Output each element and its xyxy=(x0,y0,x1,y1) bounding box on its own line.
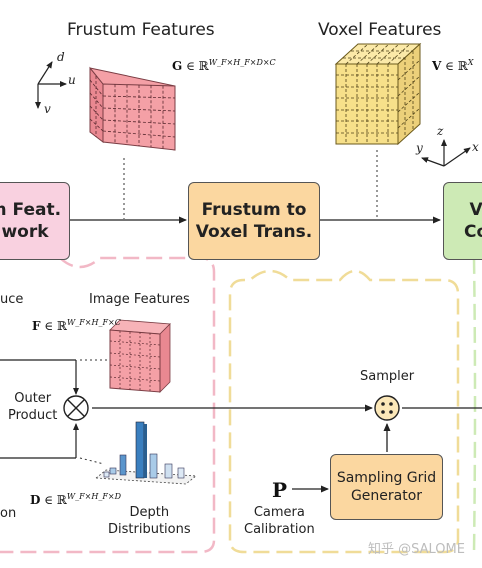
camera-line-1: Camera xyxy=(253,505,305,520)
d-eq-sup: W_F×H_F×D xyxy=(66,492,122,501)
right-box-line-2: Co xyxy=(464,222,482,242)
image-features-tensor xyxy=(109,319,171,393)
frustum-tensor-equation: G ∈ ℝW_F×H_F×D×C xyxy=(172,58,276,73)
axis-u-label: u xyxy=(68,73,76,87)
frustum-eq-rest: ∈ ℝ xyxy=(182,59,209,73)
depth-line-1: Depth xyxy=(129,505,170,520)
voxel-eq-rest: ∈ ℝ xyxy=(441,59,468,73)
frustum-features-title: Frustum Features xyxy=(67,20,215,40)
yellow-dashed-region xyxy=(228,269,460,554)
axis-y-label: y xyxy=(416,141,423,155)
voxel-axes xyxy=(421,139,471,167)
axis-v-label: v xyxy=(44,102,51,116)
frustum-eq-var: G xyxy=(172,59,183,73)
axis-x-label: x xyxy=(472,140,479,154)
outer-product-label: Outer Product xyxy=(8,390,57,424)
left-box-line-1: m Feat. xyxy=(0,200,62,220)
axis-d-label: d xyxy=(57,50,65,64)
watermark: 知乎 @SALOME xyxy=(368,542,465,557)
voxel-features-cube xyxy=(334,42,422,146)
voxel-tensor-equation: V ∈ ℝX xyxy=(432,58,474,73)
sampling-line-1: Sampling Grid xyxy=(336,470,437,486)
f-eq-var: F xyxy=(32,319,41,333)
left-network-box: m Feat.work xyxy=(0,182,70,260)
camera-p-symbol: P xyxy=(272,478,288,502)
voxel-eq-var: V xyxy=(432,59,442,73)
outer-product-line-2: Product xyxy=(8,408,58,423)
frustum-features-tensor xyxy=(89,66,176,151)
middle-box-line-2: Voxel Trans. xyxy=(195,222,313,242)
voxel-features-title: Voxel Features xyxy=(318,20,442,40)
frustum-eq-sup: W_F×H_F×D×C xyxy=(208,58,276,67)
frustum-axes xyxy=(35,61,67,109)
depth-distributions-label: Depth Distributions xyxy=(108,504,191,538)
sampler-symbol xyxy=(374,395,400,421)
axis-z-label: z xyxy=(437,124,444,138)
f-eq-rest: ∈ ℝ xyxy=(40,319,68,333)
f-eq-sup: W_F×H_F×C xyxy=(67,318,121,327)
d-eq-rest: ∈ ℝ xyxy=(40,493,67,507)
right-box-line-1: V xyxy=(469,200,482,220)
pink-dashed-region xyxy=(0,256,216,554)
camera-line-2: Calibration xyxy=(244,522,315,537)
depth-line-2: Distributions xyxy=(108,522,191,537)
depth-dotted-link xyxy=(79,457,105,465)
outer-product-symbol xyxy=(63,395,89,421)
d-eq-var: D xyxy=(30,493,41,507)
depth-equation: D ∈ ℝW_F×H_F×D xyxy=(30,492,121,507)
outer-product-line-1: Outer xyxy=(14,391,52,406)
sampling-line-2: Generator xyxy=(350,488,423,504)
image-features-label: Image Features xyxy=(89,292,190,307)
camera-calibration-label: Camera Calibration xyxy=(244,504,315,538)
voxel-eq-sup: X xyxy=(467,58,474,67)
left-box-line-2: work xyxy=(1,222,49,242)
uce-fragment-label: uce xyxy=(0,292,24,307)
image-feature-equation: F ∈ ℝW_F×H_F×C xyxy=(32,318,121,333)
right-voxel-box: VCo xyxy=(443,182,482,260)
middle-box-line-1: Frustum to xyxy=(201,200,307,220)
depth-distribution-chart xyxy=(94,421,198,485)
green-dashed-region xyxy=(472,257,477,553)
on-fragment-label: on xyxy=(0,506,17,521)
sampler-label: Sampler xyxy=(360,369,415,384)
